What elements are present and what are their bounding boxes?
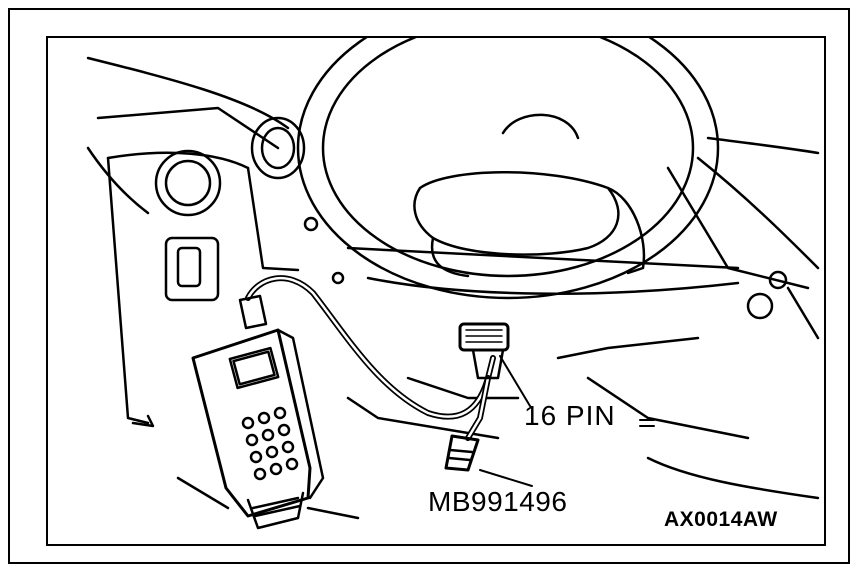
right-knob (746, 270, 820, 340)
adapter-plug (444, 434, 480, 472)
illustration-panel: 16 PIN MB991496 AX0014AW (46, 36, 826, 546)
dashboard-illustration (86, 38, 820, 530)
tester-device (191, 294, 325, 530)
floor-lines (176, 336, 820, 520)
left-air-vent (154, 116, 306, 217)
cable (245, 275, 496, 441)
connector-label: 16 PIN (524, 400, 616, 431)
16-pin-connector (458, 322, 510, 380)
steering-wheel (296, 38, 720, 300)
outer-frame: 16 PIN MB991496 AX0014AW (8, 8, 850, 564)
tester-keypad (241, 406, 299, 481)
dashboard-outline (86, 56, 820, 428)
switch-panel (164, 216, 345, 302)
tool-part-number-label: MB991496 (428, 486, 568, 517)
leader-lines (479, 355, 655, 487)
figure-code-label: AX0014AW (664, 508, 778, 531)
